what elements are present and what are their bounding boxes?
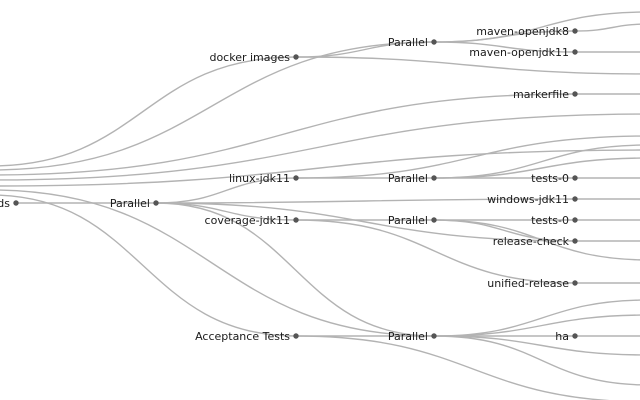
- node-label: docker images: [209, 51, 290, 64]
- node-label: tests-0: [531, 214, 569, 227]
- node-dot[interactable]: [431, 217, 437, 223]
- node-label: coverage-jdk11: [205, 214, 290, 227]
- node-label: Acceptance Tests: [195, 330, 290, 343]
- edge-root-branch-c: [0, 93, 576, 176]
- node-dot[interactable]: [293, 54, 299, 60]
- node-dot[interactable]: [572, 280, 578, 286]
- node-par-mid2[interactable]: Parallel: [388, 214, 437, 227]
- node-win[interactable]: windows-jdk11: [487, 193, 578, 206]
- edge-par-bot-out-a: [433, 299, 640, 337]
- node-par-mid1[interactable]: Parallel: [388, 172, 437, 185]
- node-label: Parallel: [110, 197, 150, 210]
- node-dot[interactable]: [572, 175, 578, 181]
- edge-par-top-out: [433, 11, 640, 43]
- edge-par-main-rel: [155, 202, 576, 242]
- node-dot[interactable]: [153, 200, 159, 206]
- edge-par-bot-out-c: [433, 335, 640, 356]
- node-label: markerfile: [513, 88, 569, 101]
- node-docker[interactable]: docker images: [209, 51, 299, 64]
- node-label: Parallel: [388, 214, 428, 227]
- edge-par-mid2-out-b: [433, 219, 576, 242]
- node-dot[interactable]: [293, 333, 299, 339]
- node-ha[interactable]: ha: [555, 330, 578, 343]
- edge-root-branch-f: [0, 189, 435, 337]
- edge-par-bot-out-d: [433, 335, 640, 386]
- node-dot[interactable]: [572, 217, 578, 223]
- edge-root-branch-a: [0, 56, 297, 167]
- node-dot[interactable]: [431, 175, 437, 181]
- node-label: ha: [555, 330, 569, 343]
- node-dot[interactable]: [13, 200, 19, 206]
- edge-par-top-to-mvn11: [433, 41, 576, 53]
- node-mvn8[interactable]: maven-openjdk8: [476, 25, 578, 38]
- node-label: Parallel: [388, 172, 428, 185]
- node-label: ds: [0, 197, 10, 210]
- node-tests0a[interactable]: tests-0: [531, 172, 578, 185]
- node-label: Parallel: [388, 330, 428, 343]
- node-dot[interactable]: [572, 91, 578, 97]
- edge-accept-low: [295, 335, 611, 400]
- node-label: linux-jdk11: [229, 172, 290, 185]
- node-dot[interactable]: [431, 39, 437, 45]
- node-cov[interactable]: coverage-jdk11: [205, 214, 299, 227]
- node-unified[interactable]: unified-release: [487, 277, 578, 290]
- edge-cov-unified: [295, 219, 576, 284]
- edges-layer: [0, 11, 640, 400]
- node-label: release-check: [493, 235, 570, 248]
- node-label: Parallel: [388, 36, 428, 49]
- node-label: unified-release: [487, 277, 569, 290]
- node-label: maven-openjdk8: [476, 25, 569, 38]
- node-label: maven-openjdk11: [469, 46, 569, 59]
- edge-par-main-to-linux: [155, 177, 297, 204]
- node-marker[interactable]: markerfile: [513, 88, 578, 101]
- node-relcheck[interactable]: release-check: [493, 235, 578, 248]
- edge-root-branch-g: [0, 194, 297, 337]
- node-dot[interactable]: [293, 217, 299, 223]
- node-tests0b[interactable]: tests-0: [531, 214, 578, 227]
- edge-mvn8-out: [574, 23, 640, 32]
- node-par-main[interactable]: Parallel: [110, 197, 159, 210]
- edge-par-mid1-out-b: [433, 157, 640, 179]
- node-dot[interactable]: [293, 175, 299, 181]
- node-par-bot[interactable]: Parallel: [388, 330, 437, 343]
- node-dot[interactable]: [572, 238, 578, 244]
- edge-par-bot-out-b: [433, 314, 640, 337]
- node-linux[interactable]: linux-jdk11: [229, 172, 299, 185]
- node-label: windows-jdk11: [487, 193, 569, 206]
- edge-docker-out: [295, 56, 640, 75]
- node-dot[interactable]: [572, 333, 578, 339]
- edge-linux-out-a: [295, 135, 640, 179]
- node-dot[interactable]: [572, 49, 578, 55]
- edge-root-branch-b: [0, 41, 435, 171]
- edge-par-main-bot: [155, 202, 435, 337]
- node-label: tests-0: [531, 172, 569, 185]
- node-mvn11[interactable]: maven-openjdk11: [469, 46, 578, 59]
- node-dot[interactable]: [572, 196, 578, 202]
- edge-par-main-win: [155, 198, 576, 204]
- node-dot[interactable]: [431, 333, 437, 339]
- edge-root-branch-d: [0, 113, 640, 181]
- node-root[interactable]: ds: [0, 197, 19, 210]
- edge-root-branch-e: [0, 149, 640, 187]
- node-par-top[interactable]: Parallel: [388, 36, 437, 49]
- node-accept[interactable]: Acceptance Tests: [195, 330, 299, 343]
- node-dot[interactable]: [572, 28, 578, 34]
